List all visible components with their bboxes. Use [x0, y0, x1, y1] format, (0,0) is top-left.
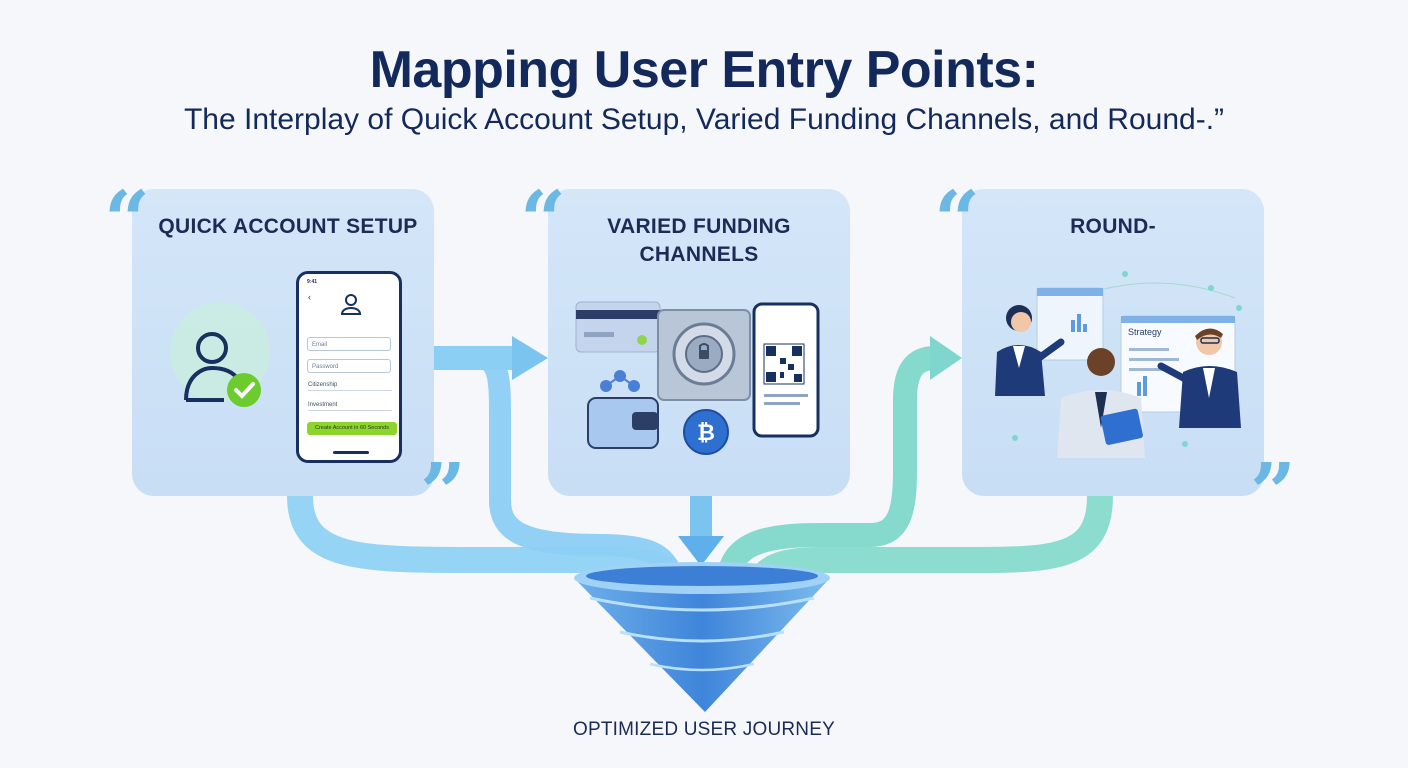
flow-funnel-to-card3	[716, 346, 947, 592]
page-title: Mapping User Entry Points:	[369, 41, 1039, 99]
wallet-icon	[587, 370, 659, 449]
quote-close-icon: ”	[1250, 445, 1297, 539]
card-title: QUICK ACCOUNT SETUP	[158, 215, 418, 238]
investment-select[interactable]: Investment	[308, 402, 392, 411]
home-indicator	[333, 451, 369, 454]
arrow-head-card2	[512, 336, 548, 380]
strategy-board-icon: Strategy	[1128, 327, 1162, 337]
arrow-head-card3	[930, 336, 962, 380]
quote-open-icon: “	[934, 173, 981, 267]
citizenship-select[interactable]: Citizenship	[308, 382, 392, 391]
page-subtitle: The Interplay of Quick Account Setup, Va…	[183, 103, 1225, 136]
credit-card-icon	[575, 301, 661, 353]
funding-icons: ₿	[575, 301, 820, 455]
quote-open-icon: “	[520, 173, 567, 267]
funnel-label: OPTIMIZED USER JOURNEY	[573, 719, 835, 740]
funnel-icon	[574, 562, 830, 712]
team-meeting-icon	[995, 271, 1242, 458]
password-field[interactable]: Password	[307, 359, 391, 373]
create-account-button[interactable]: Create Account in 60 Seconds	[307, 422, 397, 435]
vault-icon	[657, 309, 751, 401]
signup-phone: 9:41 ‹ Email Password Citizenship Invest…	[296, 271, 402, 463]
card-title: ROUND-	[1070, 215, 1156, 238]
flow-loop-to-funnel	[469, 347, 683, 586]
profile-icon	[340, 294, 362, 315]
arrow-head-down	[678, 536, 724, 566]
qr-phone-icon	[752, 302, 820, 438]
bitcoin-icon: ₿	[683, 409, 729, 455]
back-icon[interactable]: ‹	[308, 292, 311, 302]
email-field[interactable]: Email	[307, 337, 391, 351]
user-check-icon	[170, 302, 270, 407]
svg-text:₿: ₿	[697, 421, 715, 446]
quote-open-icon: “	[104, 173, 151, 267]
quote-close-icon: ”	[420, 445, 467, 539]
phone-status: 9:41	[307, 279, 318, 285]
card-title: VARIED FUNDING CHANNELS	[607, 215, 791, 266]
